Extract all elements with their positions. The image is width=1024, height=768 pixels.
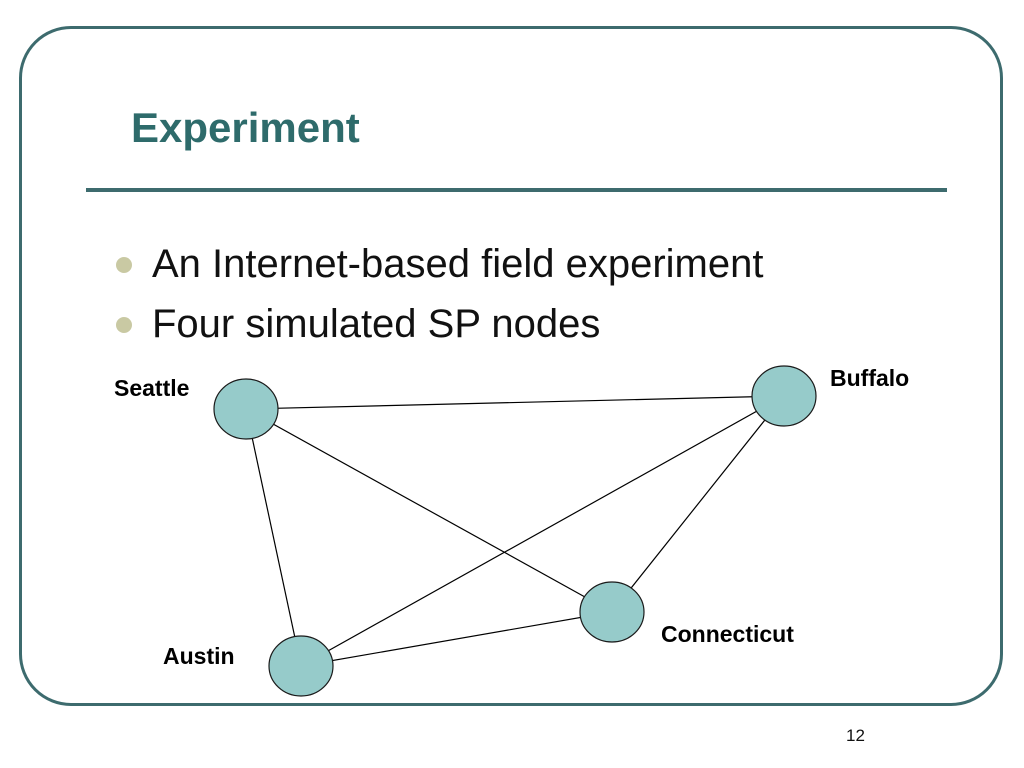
- node-austin: [268, 635, 334, 697]
- page-number: 12: [846, 726, 865, 745]
- node-label-buffalo: Buffalo: [830, 365, 909, 391]
- edge-buffalo-austin: [300, 395, 785, 667]
- bullet-item: An Internet-based field experiment: [110, 238, 763, 298]
- node-connecticut: [579, 581, 645, 643]
- title-divider: [86, 188, 947, 192]
- bullet-dot-icon: [116, 317, 132, 333]
- edge-buffalo-connecticut: [611, 395, 785, 613]
- edge-seattle-austin: [245, 408, 302, 667]
- bullet-text: An Internet-based field experiment: [152, 242, 764, 286]
- node-label-austin: Austin: [163, 643, 235, 669]
- edge-seattle-buffalo: [245, 395, 785, 410]
- slide-title: Experiment: [131, 104, 360, 151]
- node-label-seattle: Seattle: [114, 375, 189, 401]
- slide-frame: [19, 26, 1003, 706]
- bullet-list: An Internet-based field experiment Four …: [110, 238, 763, 358]
- node-label-connecticut: Connecticut: [661, 621, 794, 647]
- bullet-dot-icon: [116, 257, 132, 273]
- node-buffalo: [751, 365, 817, 427]
- edge-seattle-connecticut: [245, 408, 613, 613]
- node-seattle: [213, 378, 279, 440]
- edge-connecticut-austin: [300, 611, 613, 667]
- bullet-item: Four simulated SP nodes: [110, 298, 763, 358]
- bullet-text: Four simulated SP nodes: [152, 302, 601, 346]
